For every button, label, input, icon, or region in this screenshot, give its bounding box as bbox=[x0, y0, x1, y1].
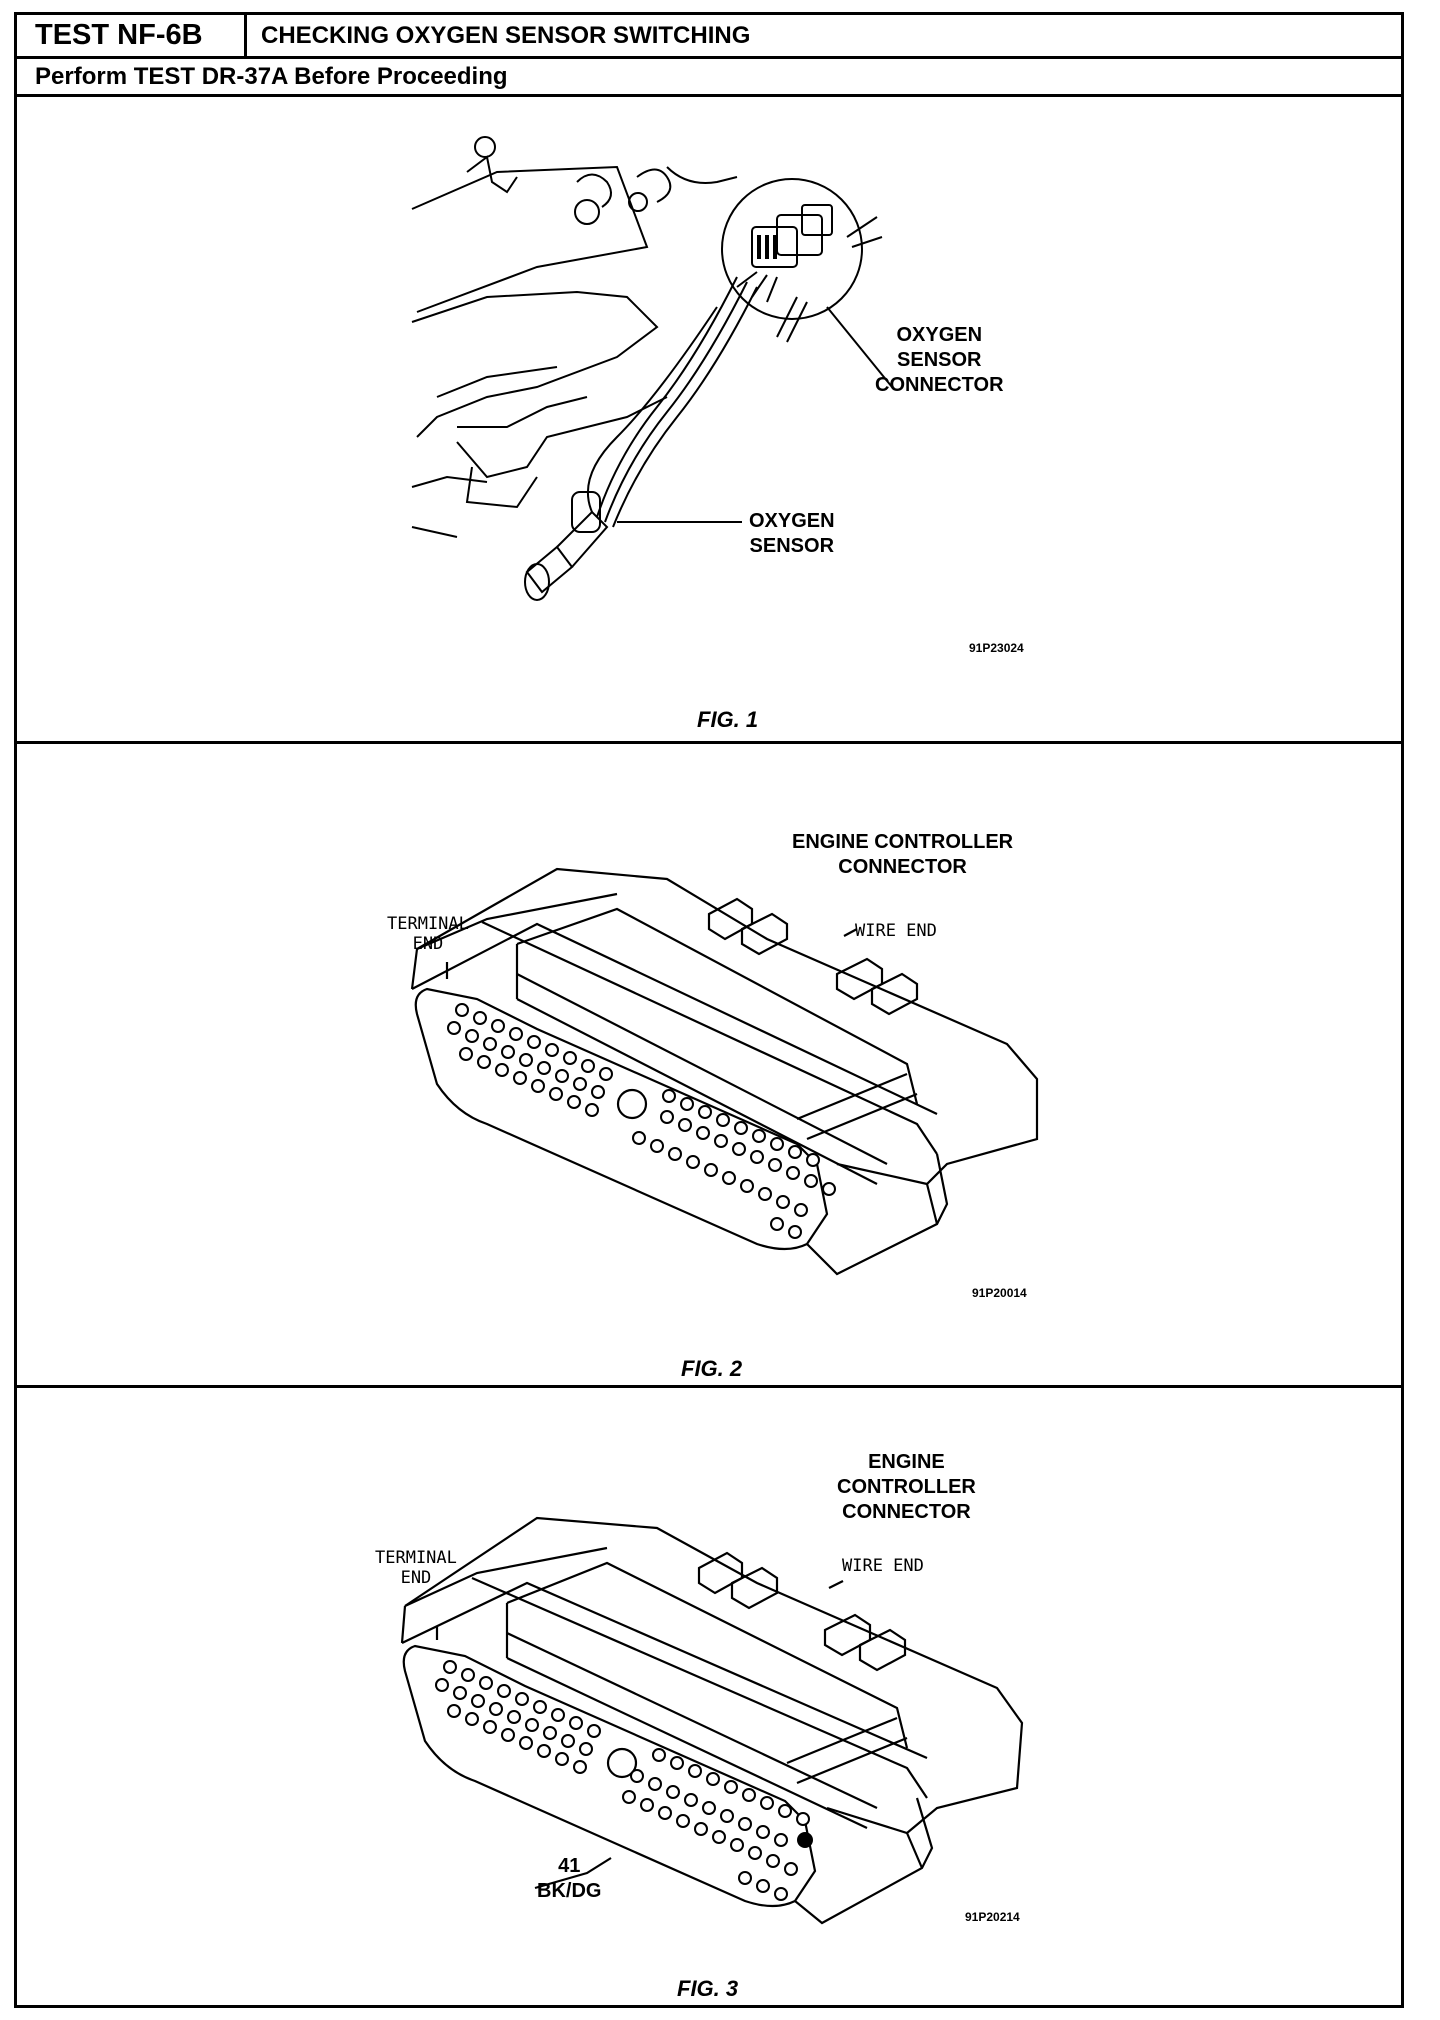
label-line: OXYGEN bbox=[749, 510, 835, 532]
figure-caption: FIG. 3 bbox=[677, 1976, 739, 2001]
engine-controller-connector-title: ENGINE CONTROLLER CONNECTOR bbox=[837, 1450, 976, 1525]
label-line: TERMINAL bbox=[375, 1548, 457, 1568]
engine-controller-connector-pin41-illustration bbox=[400, 1516, 1024, 1925]
pin-number: 41 bbox=[558, 1855, 581, 1877]
label-line: CONTROLLER bbox=[837, 1476, 976, 1498]
test-page: TEST NF-6B CHECKING OXYGEN SENSOR SWITCH… bbox=[14, 12, 1404, 2008]
label-line: TERMINAL bbox=[387, 914, 469, 934]
figure-caption: FIG. 2 bbox=[681, 1356, 743, 1381]
engine-controller-connector-title: ENGINE CONTROLLER CONNECTOR bbox=[792, 830, 1013, 880]
figure-3-panel: ENGINE CONTROLLER CONNECTOR TERMINAL END… bbox=[17, 1388, 1401, 2005]
figure-1-panel: OXYGEN SENSOR CONNECTOR OXYGEN SENSOR 91… bbox=[17, 97, 1401, 744]
header-row: TEST NF-6B CHECKING OXYGEN SENSOR SWITCH… bbox=[17, 15, 1401, 59]
figure-code: 91P20014 bbox=[972, 1286, 1027, 1300]
label-line: CONNECTOR bbox=[842, 1501, 971, 1523]
label-line: ENGINE CONTROLLER bbox=[792, 831, 1014, 853]
label-line: SENSOR bbox=[749, 535, 835, 557]
terminal-end-label: TERMINAL END bbox=[387, 914, 469, 954]
test-id: TEST NF-6B bbox=[17, 15, 247, 56]
figure-caption: FIG. 1 bbox=[697, 707, 759, 732]
label-line: END bbox=[400, 1568, 432, 1588]
test-title: CHECKING OXYGEN SENSOR SWITCHING bbox=[261, 22, 751, 49]
oxygen-sensor-connector-label: OXYGEN SENSOR CONNECTOR bbox=[875, 323, 1004, 398]
figure-code: 91P20214 bbox=[965, 1910, 1020, 1924]
pin-41-label: 41 BK/DG bbox=[537, 1854, 601, 1904]
prerequisite-note: Perform TEST DR-37A Before Proceeding bbox=[17, 59, 1401, 97]
oxygen-sensor-label: OXYGEN SENSOR bbox=[749, 509, 835, 559]
oxygen-sensor-illustration bbox=[411, 136, 893, 601]
figure-code: 91P23024 bbox=[969, 641, 1024, 655]
figure-2-panel: ENGINE CONTROLLER CONNECTOR TERMINAL END… bbox=[17, 744, 1401, 1388]
label-line: OXYGEN bbox=[896, 324, 983, 346]
label-line: END bbox=[412, 934, 444, 954]
label-line: SENSOR bbox=[897, 349, 982, 371]
label-line: ENGINE bbox=[868, 1451, 945, 1473]
pin-41-marker bbox=[797, 1832, 813, 1848]
wire-end-label: WIRE END bbox=[855, 921, 937, 941]
wire-end-label: WIRE END bbox=[842, 1556, 924, 1576]
engine-controller-connector-illustration bbox=[410, 867, 1039, 1276]
label-line: CONNECTOR bbox=[838, 856, 967, 878]
label-line: CONNECTOR bbox=[875, 374, 1004, 396]
terminal-end-label: TERMINAL END bbox=[375, 1548, 457, 1588]
wire-color: BK/DG bbox=[537, 1880, 602, 1902]
